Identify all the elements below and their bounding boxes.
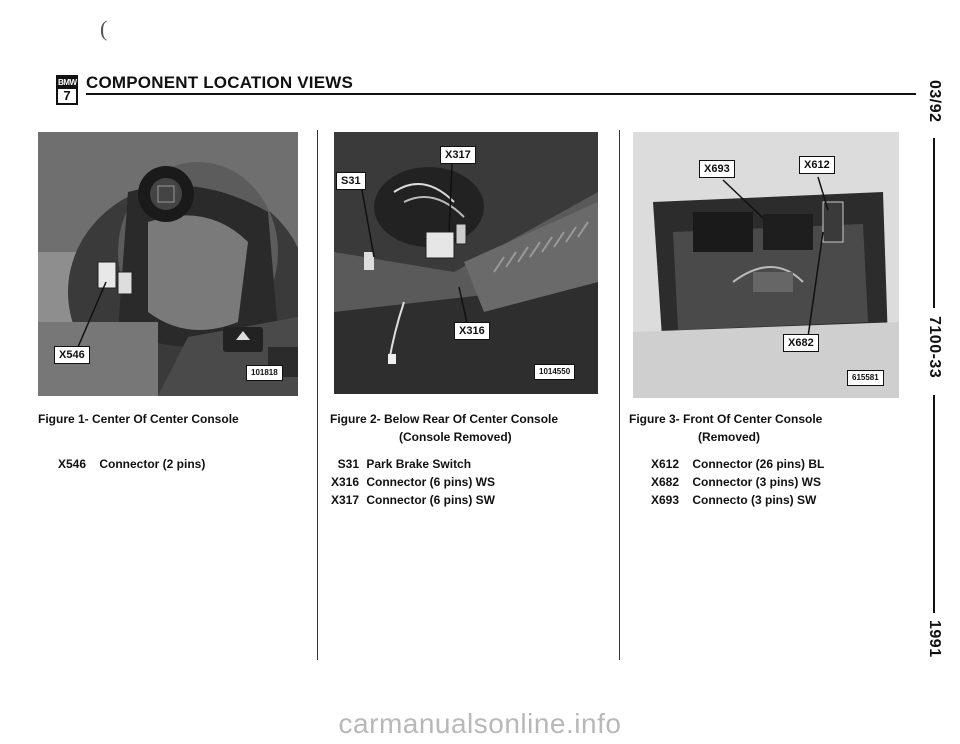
figure-2-caption: Figure 2- Below Rear Of Center Console (… — [330, 410, 558, 446]
callout-x546: X546 — [54, 346, 90, 364]
legend-text: Connector (6 pins) SW — [366, 493, 496, 507]
figure-1-legend: X546 Connector (2 pins) — [58, 455, 205, 473]
callout-x317: X317 — [440, 146, 476, 164]
legend-code: S31 — [337, 457, 359, 471]
legend-item-x693: X693 Connecto (3 pins) SW — [651, 491, 824, 509]
legend-text: Connector (2 pins) — [99, 457, 206, 471]
margin-date: 03/92 — [926, 80, 943, 123]
callout-x693: X693 — [699, 160, 735, 178]
photo-number-101818: 101818 — [246, 365, 283, 381]
column-divider-2 — [619, 130, 620, 660]
legend-text: Connector (6 pins) WS — [366, 475, 496, 489]
figure-3-legend: X612 Connector (26 pins) BL X682 Connect… — [651, 455, 824, 509]
figure-2-legend: S31 Park Brake Switch X316 Connector (6 … — [322, 455, 495, 509]
legend-text: Connector (3 pins) WS — [692, 475, 822, 489]
photo-number-1014550: 1014550 — [534, 364, 576, 380]
legend-text: Connecto (3 pins) SW — [692, 493, 817, 507]
legend-code: X693 — [651, 493, 680, 507]
column-divider-1 — [317, 130, 318, 660]
legend-code: X317 — [330, 493, 359, 507]
margin-rule-2 — [933, 395, 935, 613]
margin-rule-1 — [933, 138, 935, 308]
legend-code: X546 — [58, 457, 87, 471]
logo-series: 7 — [63, 88, 71, 103]
legend-item-x612: X612 Connector (26 pins) BL — [651, 455, 824, 473]
legend-code: X612 — [651, 457, 680, 471]
figure-2-caption-line2: (Console Removed) — [399, 430, 512, 444]
figure-2-caption-line1: Figure 2- Below Rear Of Center Console — [330, 412, 559, 426]
legend-text: Connector (26 pins) BL — [692, 457, 825, 471]
figure-3-photo: X693 X612 X682 615581 — [633, 132, 899, 398]
figure-3-caption: Figure 3- Front Of Center Console (Remov… — [629, 410, 822, 446]
legend-item-s31: S31 Park Brake Switch — [322, 455, 495, 473]
legend-item-x317: X317 Connector (6 pins) SW — [322, 491, 495, 509]
bmw-7-logo: BMW 7 — [56, 75, 78, 105]
figure-1-caption: Figure 1- Center Of Center Console — [38, 412, 239, 426]
photo-number-615581: 615581 — [847, 370, 884, 386]
page-title: COMPONENT LOCATION VIEWS — [86, 73, 354, 92]
callout-x316: X316 — [454, 322, 490, 340]
legend-text: Park Brake Switch — [366, 457, 472, 471]
callout-x682: X682 — [783, 334, 819, 352]
site-watermark: carmanualsonline.info — [338, 708, 622, 739]
figure-3-caption-line2: (Removed) — [698, 430, 761, 444]
legend-code: X682 — [651, 475, 680, 489]
logo-brand: BMW — [58, 77, 77, 89]
figure-2-photo: X317 S31 X316 1014550 — [334, 132, 598, 394]
park-brake-wiring-image — [334, 132, 598, 394]
legend-item-x316: X316 Connector (6 pins) WS — [322, 473, 495, 491]
callout-s31: S31 — [336, 172, 366, 190]
margin-year: 1991 — [926, 620, 943, 658]
figure-1-photo: X546 101818 — [38, 132, 298, 396]
figure-3-caption-line1: Figure 3- Front Of Center Console — [629, 412, 823, 426]
header-rule — [86, 93, 916, 95]
console-front-image — [633, 132, 899, 398]
legend-item-x682: X682 Connector (3 pins) WS — [651, 473, 824, 491]
gear-shift-console-image — [38, 132, 298, 396]
stray-parenthesis: ( — [100, 16, 108, 41]
callout-x612: X612 — [799, 156, 835, 174]
legend-code: X316 — [330, 475, 359, 489]
legend-item-x546: X546 Connector (2 pins) — [58, 455, 205, 473]
margin-code: 7100-33 — [926, 316, 943, 379]
